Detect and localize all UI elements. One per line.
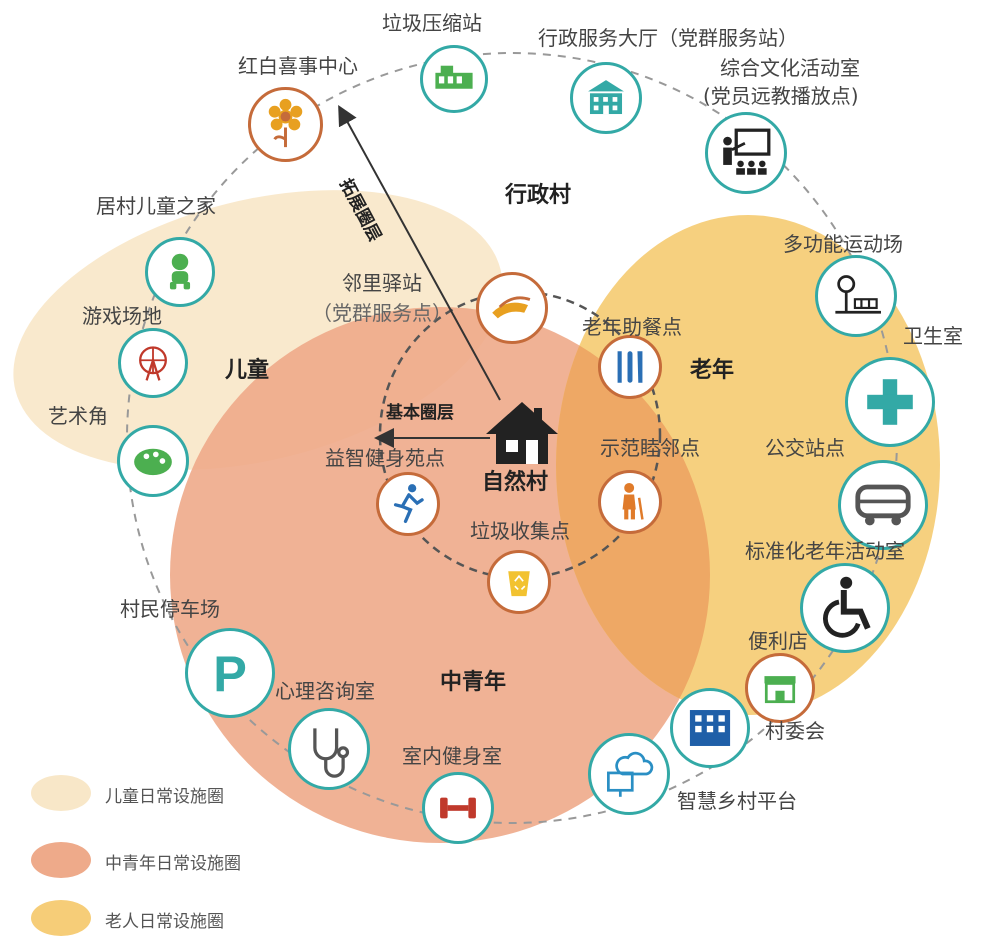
legend-children-label: 儿童日常设施圈 [105, 787, 224, 807]
playground-label: 游戏场地 [82, 304, 162, 328]
clinic-label: 卫生室 [903, 324, 963, 348]
elderly-activity-label: 标准化老年活动室 [745, 539, 905, 563]
culture-room-sub-label: (党员远教播放点) [703, 84, 859, 108]
compactor-icon [420, 45, 488, 113]
legend-swatch-elderly [31, 900, 91, 936]
children-home-label: 居村儿童之家 [96, 194, 216, 218]
basic-circle-label: 基本圈层 [386, 403, 454, 423]
store-icon [745, 653, 815, 723]
bus-stop-label: 公交站点 [765, 436, 845, 460]
svg-text:P: P [213, 645, 247, 702]
flower-icon [248, 87, 323, 162]
bus-icon [838, 460, 928, 550]
palette-icon [117, 425, 189, 497]
counseling-label: 心理咨询室 [275, 679, 375, 703]
legend-swatches [31, 775, 91, 936]
handshake-icon [476, 272, 548, 344]
office-building-icon [670, 688, 750, 768]
runner-icon [376, 472, 440, 536]
elderly-meal-label: 老年助餐点 [582, 315, 682, 339]
smart-platform-label: 智慧乡村平台 [677, 789, 797, 813]
legend-elderly-label: 老人日常设施圈 [105, 912, 224, 932]
village-committee-label: 村委会 [765, 719, 825, 743]
admin-building-icon [570, 62, 642, 134]
sports-field-label: 多功能运动场 [783, 232, 903, 256]
ferris-wheel-icon [118, 328, 188, 398]
admin-hall-label: 行政服务大厅（党群服务站） [538, 26, 798, 50]
cloud-computer-icon [588, 733, 670, 815]
legend-youth-label: 中青年日常设施圈 [105, 854, 241, 874]
cutlery-icon [598, 335, 662, 399]
garbage-collection-label: 垃圾收集点 [470, 519, 570, 543]
model-neighbor-label: 示范睦邻点 [600, 436, 700, 460]
indoor-gym-label: 室内健身室 [402, 744, 502, 768]
legend-swatch-youth [31, 842, 91, 878]
presentation-icon [705, 112, 787, 194]
compactor-label: 垃圾压缩站 [382, 11, 482, 35]
admin-village-label: 行政村 [505, 183, 572, 208]
medical-cross-icon [845, 357, 935, 447]
stethoscope-icon [288, 708, 370, 790]
natural-village-label: 自然村 [482, 470, 549, 495]
parking-icon: P [185, 628, 275, 718]
extended-arrow [338, 104, 501, 401]
wedding-center-label: 红白喜事中心 [238, 54, 358, 78]
parking-label: 村民停车场 [120, 597, 220, 621]
elderly-person-icon [598, 470, 662, 534]
elderly-label: 老年 [690, 358, 735, 383]
baby-icon [145, 237, 215, 307]
inner-ring [378, 290, 662, 580]
culture-room-label: 综合文化活动室 [720, 56, 860, 80]
sports-field-icon [815, 255, 897, 337]
art-corner-label: 艺术角 [48, 404, 108, 428]
puzzle-fitness-label: 益智健身苑点 [325, 446, 445, 470]
dumbbell-icon [422, 772, 494, 844]
neighbor-station-label: 邻里驿站 [342, 271, 422, 295]
trash-bin-icon [487, 550, 551, 614]
youth-label: 中青年 [440, 670, 507, 695]
neighbor-station-sub-label: （党群服务点） [312, 301, 452, 325]
legend-swatch-children [31, 775, 91, 811]
wheelchair-icon [800, 563, 890, 653]
house-icon [482, 398, 562, 468]
store-label: 便利店 [748, 629, 808, 653]
children-label: 儿童 [225, 358, 270, 383]
